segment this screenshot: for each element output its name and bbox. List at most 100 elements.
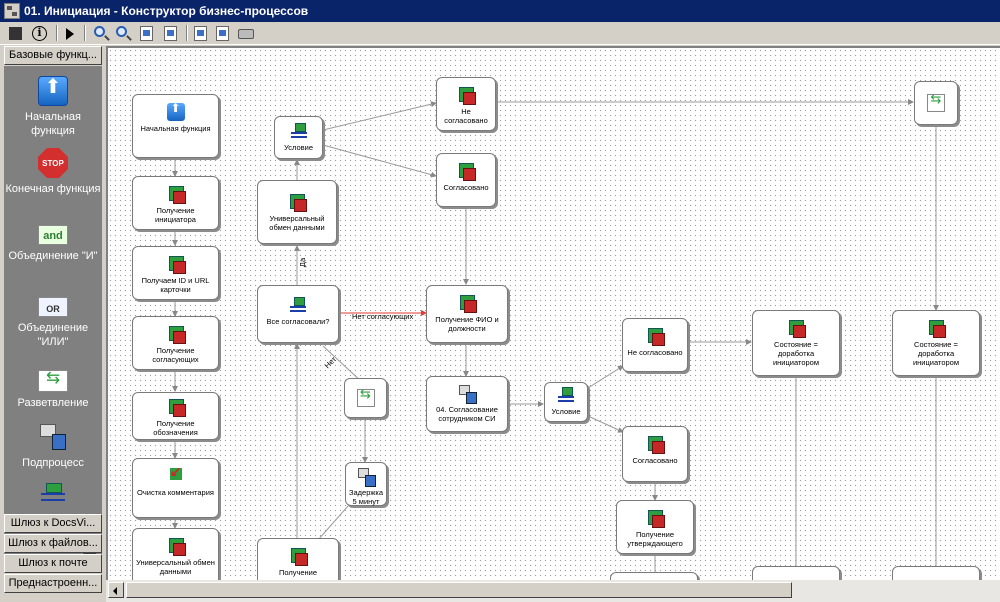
process-canvas[interactable]: Да Нет Нет согласующих Начальная функция… (106, 46, 1000, 580)
node-get-notes[interactable]: Получение обозначения (132, 392, 219, 440)
toolbar: i (0, 22, 1000, 45)
connection (587, 365, 624, 389)
node-not-approved-2[interactable]: Не согласовано (622, 318, 688, 372)
fork-icon (927, 94, 945, 112)
node-all-approved[interactable]: Все согласовали? (257, 285, 339, 343)
run-icon[interactable] (66, 28, 74, 40)
connection (317, 505, 349, 541)
node-partial-bottom[interactable] (752, 566, 840, 580)
window-title: 01. Инициация - Конструктор бизнес-проце… (24, 4, 309, 18)
palette-tab-file-gateway[interactable]: Шлюз к файлов... (4, 534, 102, 553)
horizontal-scrollbar[interactable] (106, 580, 1000, 602)
palette-item-end[interactable]: Конечная функция (4, 148, 102, 196)
node-universal-exchange-1[interactable]: Универсальный обмен данными (132, 528, 219, 580)
node-label: Состояние = доработка инициатором (772, 340, 820, 367)
clear-icon (167, 467, 185, 485)
import-icon[interactable] (216, 26, 229, 41)
node-label: Не согласовано (627, 348, 683, 357)
node-partial-bottom[interactable] (610, 572, 698, 580)
function-icon (167, 255, 186, 274)
palette-item-and[interactable]: Объединение "И" (4, 220, 102, 263)
palette-tab-mail-gateway[interactable]: Шлюз к почте (4, 554, 102, 573)
palette-item-start[interactable]: Начальная функция (4, 76, 102, 138)
scroll-thumb[interactable] (126, 582, 792, 598)
zoom-out-icon[interactable] (116, 26, 127, 37)
node-not-approved-1[interactable]: Не согласовано (436, 77, 496, 131)
node-condition-1[interactable]: Условие (274, 116, 323, 159)
node-get-initiator[interactable]: Получение инициатора (132, 176, 219, 230)
node-approval-si[interactable]: 04. Согласование сотрудником СИ (426, 376, 508, 432)
print-icon[interactable] (238, 29, 254, 39)
palette-item-label: Начальная функция (25, 111, 81, 137)
node-label: Получаем ID и URL карточки (141, 276, 210, 294)
function-icon (646, 509, 665, 528)
function-icon (167, 537, 186, 556)
node-label: Получение обозначения (153, 419, 198, 437)
node-fork-top[interactable] (914, 81, 958, 125)
function-icon (927, 319, 946, 338)
connection (322, 101, 437, 131)
node-clear-comment[interactable]: Очистка комментария (132, 458, 219, 518)
node-label: Состояние = доработка инициатором (912, 340, 960, 367)
connection (322, 345, 364, 384)
export-icon[interactable] (194, 26, 207, 41)
node-get-approvers[interactable]: Получение согласующих (132, 316, 219, 370)
function-icon (167, 325, 186, 344)
condition-icon (557, 386, 575, 404)
node-state-rework-2[interactable]: Состояние = доработка инициатором (892, 310, 980, 376)
palette-item-label: Разветвление (17, 397, 89, 409)
node-universal-exchange-2[interactable]: Универсальный обмен данными (257, 180, 337, 244)
toolbar-separator (84, 25, 86, 41)
node-condition-2[interactable]: Условие (544, 382, 588, 422)
start-function-icon (166, 103, 185, 121)
node-state-rework-1[interactable]: Состояние = доработка инициатором (752, 310, 840, 376)
or-join-icon (38, 297, 68, 317)
subprocess-icon (38, 422, 68, 452)
function-icon (646, 327, 665, 346)
scroll-left-button[interactable] (108, 582, 124, 598)
node-label: Получение количества (278, 568, 318, 580)
node-approved-2[interactable]: Согласовано (622, 426, 688, 482)
palette-tab-docsvision[interactable]: Шлюз к DocsVi... (4, 514, 102, 533)
node-get-id-url[interactable]: Получаем ID и URL карточки (132, 246, 219, 300)
node-delay[interactable]: Задержка 5 минут (345, 462, 387, 506)
palette-body: Начальная функция Конечная функция Объед… (4, 66, 102, 558)
fit-page-icon[interactable] (140, 26, 153, 41)
and-join-icon (38, 225, 68, 245)
connections-layer (172, 99, 939, 580)
app-icon (4, 3, 20, 19)
node-approved-1[interactable]: Согласовано (436, 153, 496, 207)
node-label: Очистка комментария (137, 488, 214, 497)
node-get-fio[interactable]: Получение ФИО и должности (426, 285, 508, 343)
subprocess-icon (357, 467, 376, 487)
info-icon[interactable]: i (32, 26, 47, 41)
node-label: Согласовано (443, 183, 489, 192)
connection (322, 144, 437, 178)
node-label: Универсальный обмен данными (136, 558, 215, 576)
palette-tab-preset[interactable]: Преднастроенн... (4, 574, 102, 593)
edge-label-no-approvers: Нет согласующих (352, 312, 414, 321)
node-label: Все согласовали? (266, 317, 330, 326)
condition-icon (289, 296, 307, 314)
palette-item-label: Подпроцесс (22, 457, 84, 469)
node-partial-bottom[interactable] (892, 566, 980, 580)
subprocess-icon (458, 384, 477, 404)
page-icon[interactable] (164, 26, 177, 41)
palette-item-subprocess[interactable]: Подпроцесс (4, 422, 102, 470)
palette-item-label: Объединение "И" (8, 250, 98, 262)
palette-item-fork[interactable]: Разветвление (4, 366, 102, 410)
zoom-in-icon[interactable] (94, 26, 105, 37)
node-get-approver-final[interactable]: Получение утверждающего (616, 500, 694, 554)
stop-icon[interactable] (9, 27, 22, 40)
function-icon (457, 162, 476, 181)
function-icon (646, 435, 665, 454)
palette-header-basic[interactable]: Базовые функц... (4, 46, 102, 65)
node-get-count[interactable]: Получение количества (257, 538, 339, 580)
palette-item-or[interactable]: Объединение "ИЛИ" (4, 292, 102, 349)
node-start-function[interactable]: Начальная функция (132, 94, 219, 158)
node-label: Получение ФИО и должности (435, 315, 499, 333)
fork-icon (38, 370, 68, 392)
node-fork-1[interactable] (344, 378, 387, 418)
function-icon (289, 547, 308, 566)
palette-item-condition[interactable] (4, 480, 102, 514)
